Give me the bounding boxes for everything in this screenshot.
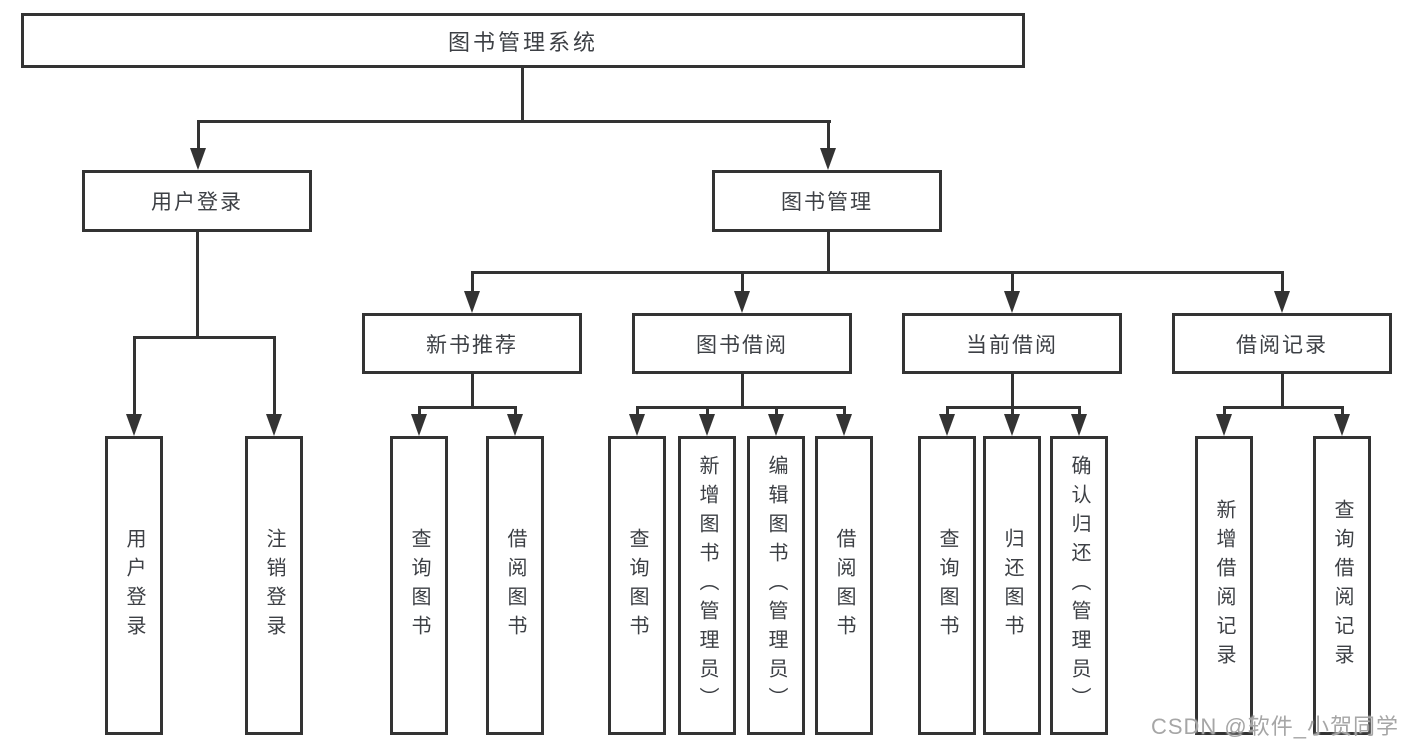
leaf-query-borrow-record: 查询借阅记录	[1313, 436, 1371, 735]
arrow-down-icon	[1071, 414, 1087, 436]
leaf-query-borrow-record-label: 查询借阅记录	[1331, 498, 1353, 673]
connector-line	[827, 232, 830, 274]
arrow-down-icon	[1216, 414, 1232, 436]
arrow-down-icon	[734, 291, 750, 313]
connector-line	[1281, 271, 1284, 295]
arrow-down-icon	[507, 414, 523, 436]
leaf-user-login: 用户登录	[105, 436, 163, 735]
leaf-logout-label: 注销登录	[263, 527, 285, 644]
leaf-add-borrow-record-label: 新增借阅记录	[1213, 498, 1235, 673]
connector-line	[1281, 374, 1284, 406]
connector-line	[636, 406, 639, 418]
connector-line	[1223, 406, 1226, 418]
leaf-newbook-borrow-books-label: 借阅图书	[504, 527, 526, 644]
leaf-add-borrow-record: 新增借阅记录	[1195, 436, 1253, 735]
leaf-current-query-books: 查询图书	[918, 436, 976, 735]
connector-line	[197, 120, 200, 150]
leaf-edit-books-admin-label: 编辑图书（管理员）	[765, 455, 787, 716]
leaf-newbook-borrow-books: 借阅图书	[486, 436, 544, 735]
node-user-login: 用户登录	[82, 170, 312, 232]
leaf-borrow-borrow-books-label: 借阅图书	[833, 527, 855, 644]
arrow-down-icon	[1004, 414, 1020, 436]
connector-line	[273, 336, 276, 416]
node-user-login-label: 用户登录	[151, 191, 243, 214]
node-book-borrow: 图书借阅	[632, 313, 852, 374]
connector-line	[1223, 406, 1344, 409]
leaf-return-books: 归还图书	[983, 436, 1041, 735]
connector-line	[1011, 271, 1014, 295]
connector-line	[636, 406, 846, 409]
arrow-down-icon	[266, 414, 282, 436]
connector-line	[133, 336, 136, 416]
arrow-down-icon	[768, 414, 784, 436]
arrow-down-icon	[939, 414, 955, 436]
node-book-management-label: 图书管理	[781, 191, 873, 214]
connector-line	[706, 406, 709, 418]
leaf-newbook-query-books-label: 查询图书	[408, 527, 430, 644]
connector-line	[197, 120, 831, 123]
csdn-watermark: CSDN @软件_小贺同学	[1150, 714, 1399, 739]
leaf-logout: 注销登录	[245, 436, 303, 735]
leaf-add-books-admin: 新增图书（管理员）	[678, 436, 736, 735]
leaf-return-books-label: 归还图书	[1001, 527, 1023, 644]
connector-line	[133, 336, 276, 339]
leaf-user-login-label: 用户登录	[123, 527, 145, 644]
connector-line	[196, 232, 199, 336]
leaf-current-query-books-label: 查询图书	[936, 527, 958, 644]
connector-line	[775, 406, 778, 418]
connector-line	[514, 406, 517, 418]
node-root: 图书管理系统	[21, 13, 1025, 68]
arrow-down-icon	[1004, 291, 1020, 313]
connector-line	[741, 271, 744, 295]
connector-line	[418, 406, 421, 418]
arrow-down-icon	[464, 291, 480, 313]
node-new-book-recommend: 新书推荐	[362, 313, 582, 374]
arrow-down-icon	[411, 414, 427, 436]
connector-line	[1011, 374, 1014, 406]
arrow-down-icon	[836, 414, 852, 436]
connector-line	[1011, 406, 1014, 418]
leaf-borrow-query-books: 查询图书	[608, 436, 666, 735]
connector-line	[1078, 406, 1081, 418]
connector-line	[843, 406, 846, 418]
node-book-borrow-label: 图书借阅	[696, 333, 788, 357]
node-borrow-records-label: 借阅记录	[1236, 333, 1328, 357]
leaf-confirm-return-admin-label: 确认归还（管理员）	[1068, 455, 1090, 716]
leaf-borrow-borrow-books: 借阅图书	[815, 436, 873, 735]
leaf-borrow-query-books-label: 查询图书	[626, 527, 648, 644]
node-book-management: 图书管理	[712, 170, 942, 232]
leaf-add-books-admin-label: 新增图书（管理员）	[696, 455, 718, 716]
connector-line	[471, 271, 474, 295]
node-current-borrow-label: 当前借阅	[966, 333, 1058, 357]
arrow-down-icon	[699, 414, 715, 436]
leaf-newbook-query-books: 查询图书	[390, 436, 448, 735]
connector-line	[471, 271, 1284, 274]
connector-line	[418, 406, 517, 409]
arrow-down-icon	[126, 414, 142, 436]
leaf-edit-books-admin: 编辑图书（管理员）	[747, 436, 805, 735]
arrow-down-icon	[1334, 414, 1350, 436]
connector-line	[521, 68, 524, 120]
connector-line	[1341, 406, 1344, 418]
arrow-down-icon	[820, 148, 836, 170]
node-current-borrow: 当前借阅	[902, 313, 1122, 374]
connector-line	[741, 374, 744, 406]
arrow-down-icon	[1274, 291, 1290, 313]
node-root-label: 图书管理系统	[447, 29, 598, 55]
arrow-down-icon	[629, 414, 645, 436]
node-borrow-records: 借阅记录	[1172, 313, 1392, 374]
connector-line	[827, 120, 830, 150]
connector-line	[946, 406, 949, 418]
node-new-book-recommend-label: 新书推荐	[426, 333, 518, 357]
arrow-down-icon	[190, 148, 206, 170]
leaf-confirm-return-admin: 确认归还（管理员）	[1050, 436, 1108, 735]
connector-line	[471, 374, 474, 406]
